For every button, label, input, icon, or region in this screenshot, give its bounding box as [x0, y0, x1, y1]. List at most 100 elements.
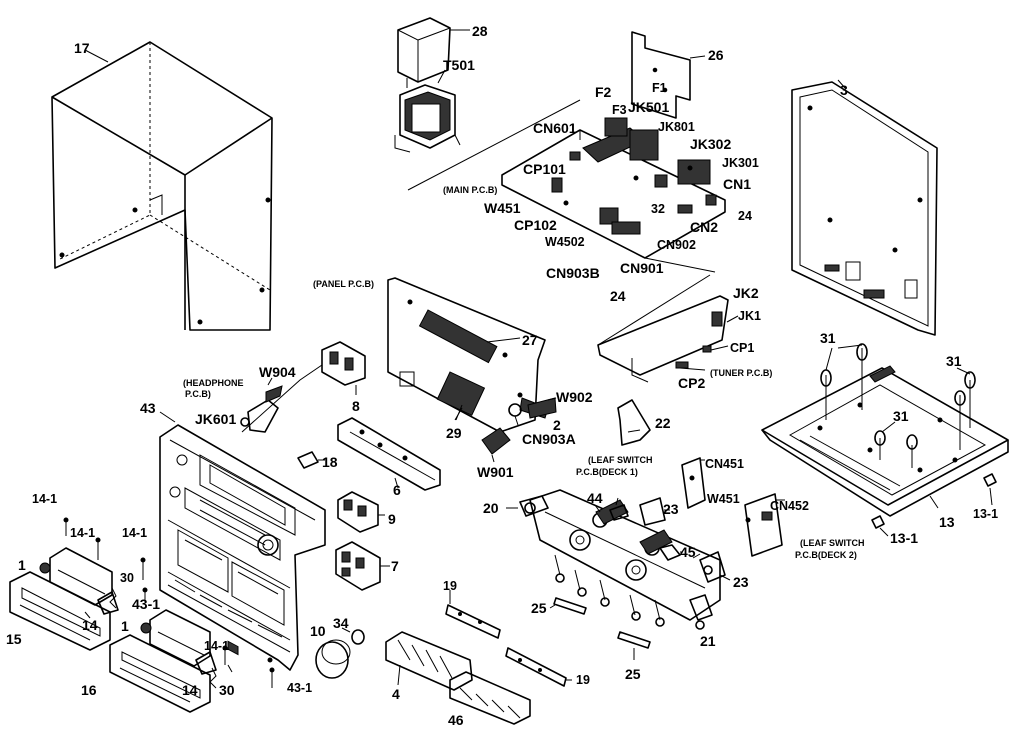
- label-cp102: CP102: [514, 217, 557, 233]
- label-23-upper: 23: [663, 501, 679, 517]
- part-21-arm: [689, 594, 713, 630]
- label-24-bottom: 24: [610, 288, 626, 304]
- part-2-sensor: [508, 403, 522, 426]
- label-34: 34: [333, 615, 349, 631]
- label-19-a: 19: [443, 579, 457, 593]
- label-8: 8: [352, 398, 360, 414]
- label-cn902: CN902: [657, 238, 696, 252]
- label-leaf-switch-deck2-2: P.C.B(DECK 2): [795, 550, 857, 560]
- part-25-strips: [549, 597, 651, 660]
- part-13-1-pads: [871, 473, 997, 537]
- part-26-bracket: [631, 31, 706, 119]
- cable-w901: [481, 427, 511, 463]
- label-main-pcb: (MAIN P.C.B): [443, 185, 497, 195]
- label-25-a: 25: [531, 600, 547, 616]
- part-17-cabinet: [51, 41, 273, 331]
- label-cn451: CN451: [705, 457, 744, 471]
- label-w901: W901: [477, 464, 514, 480]
- label-15: 15: [6, 631, 22, 647]
- part-13-chassis: [761, 365, 1009, 517]
- leaf-switch-pcb-deck2: [744, 493, 785, 557]
- label-31-mid: 31: [893, 408, 909, 424]
- label-45: 45: [680, 544, 696, 560]
- label-14-1-a: 14-1: [32, 492, 57, 506]
- label-13-1-right: 13-1: [973, 507, 998, 521]
- label-jk501: JK501: [628, 99, 669, 115]
- label-28: 28: [472, 23, 488, 39]
- label-leaf-switch-deck1-2: P.C.B(DECK 1): [576, 467, 638, 477]
- part-28-cover: [397, 17, 470, 88]
- part-45-lever: [659, 544, 683, 561]
- label-jk801: JK801: [658, 120, 695, 134]
- label-w4502: W4502: [545, 235, 585, 249]
- part-4-buttons: [385, 631, 473, 691]
- label-30-a: 30: [120, 571, 134, 585]
- part-34-cap: [341, 627, 365, 645]
- label-w904: W904: [259, 364, 296, 380]
- label-14-b: 14: [182, 682, 198, 698]
- label-f1: F1: [652, 81, 667, 95]
- part-19-rails: [445, 590, 572, 687]
- part-30-springs: [109, 587, 217, 689]
- label-18: 18: [322, 454, 338, 470]
- label-29: 29: [446, 425, 462, 441]
- label-30-b: 30: [219, 682, 235, 698]
- part-31-feet: [820, 343, 976, 468]
- label-1-a: 1: [18, 557, 26, 573]
- label-32: 32: [651, 202, 665, 216]
- part-29-connector: [455, 404, 463, 421]
- part-3-rear-panel: [791, 79, 938, 336]
- deck-mechanism: [529, 489, 721, 627]
- leaf-switch-pcb-deck1: [681, 457, 706, 509]
- part-labels: 17 28 T501 26 F1 F2 F3 JK501 JK801 JK302…: [6, 23, 998, 728]
- tuner-pcb: [597, 274, 739, 383]
- label-leaf-switch-deck2-1: (LEAF SWITCH: [800, 538, 865, 548]
- part-8-switch: [241, 341, 366, 433]
- label-cn2: CN2: [690, 219, 718, 235]
- label-panel-pcb: (PANEL P.C.B): [313, 279, 374, 289]
- label-jk2: JK2: [733, 285, 759, 301]
- label-44: 44: [587, 490, 603, 506]
- part-7-switch: [335, 541, 390, 591]
- label-f3: F3: [612, 103, 627, 117]
- label-cp2: CP2: [678, 375, 705, 391]
- label-14-1-d: 14-1: [204, 639, 229, 653]
- part-43-front-panel: [159, 411, 326, 671]
- headphone-pcb: [240, 377, 283, 433]
- label-w451-main: W451: [484, 200, 521, 216]
- part-9-switch: [337, 491, 385, 533]
- panel-pcb: [387, 277, 549, 433]
- label-f2: F2: [595, 84, 612, 100]
- part-20-gear: [506, 495, 549, 517]
- label-24-top: 24: [738, 209, 752, 223]
- label-14-1-c: 14-1: [122, 526, 147, 540]
- label-headphone-pcb-2: P.C.B): [185, 389, 211, 399]
- label-43: 43: [140, 400, 156, 416]
- part-14-bracket-a: [49, 547, 119, 619]
- label-jk301: JK301: [722, 156, 759, 170]
- label-43-1-a: 43-1: [132, 596, 160, 612]
- label-w451-deck: W451: [707, 492, 740, 506]
- label-6: 6: [393, 482, 401, 498]
- label-cn1: CN1: [723, 176, 751, 192]
- label-tuner-pcb: (TUNER P.C.B): [710, 368, 772, 378]
- label-20: 20: [483, 500, 499, 516]
- label-w902: W902: [556, 389, 593, 405]
- label-cn452: CN452: [770, 499, 809, 513]
- label-21: 21: [700, 633, 716, 649]
- label-14-a: 14: [82, 617, 98, 633]
- label-13: 13: [939, 514, 955, 530]
- part-15-door: [9, 571, 111, 651]
- part-46-buttons: [449, 671, 531, 725]
- label-leaf-switch-deck1-1: (LEAF SWITCH: [588, 455, 653, 465]
- part-14-1-screws: [63, 517, 233, 673]
- label-headphone-pcb-1: (HEADPHONE: [183, 378, 244, 388]
- label-31-left: 31: [820, 330, 836, 346]
- label-t501: T501: [443, 57, 475, 73]
- label-26: 26: [708, 47, 724, 63]
- part-1-screw-b: [140, 622, 152, 634]
- part-22-bracket: [617, 399, 651, 446]
- label-7: 7: [391, 558, 399, 574]
- label-cp1: CP1: [730, 341, 754, 355]
